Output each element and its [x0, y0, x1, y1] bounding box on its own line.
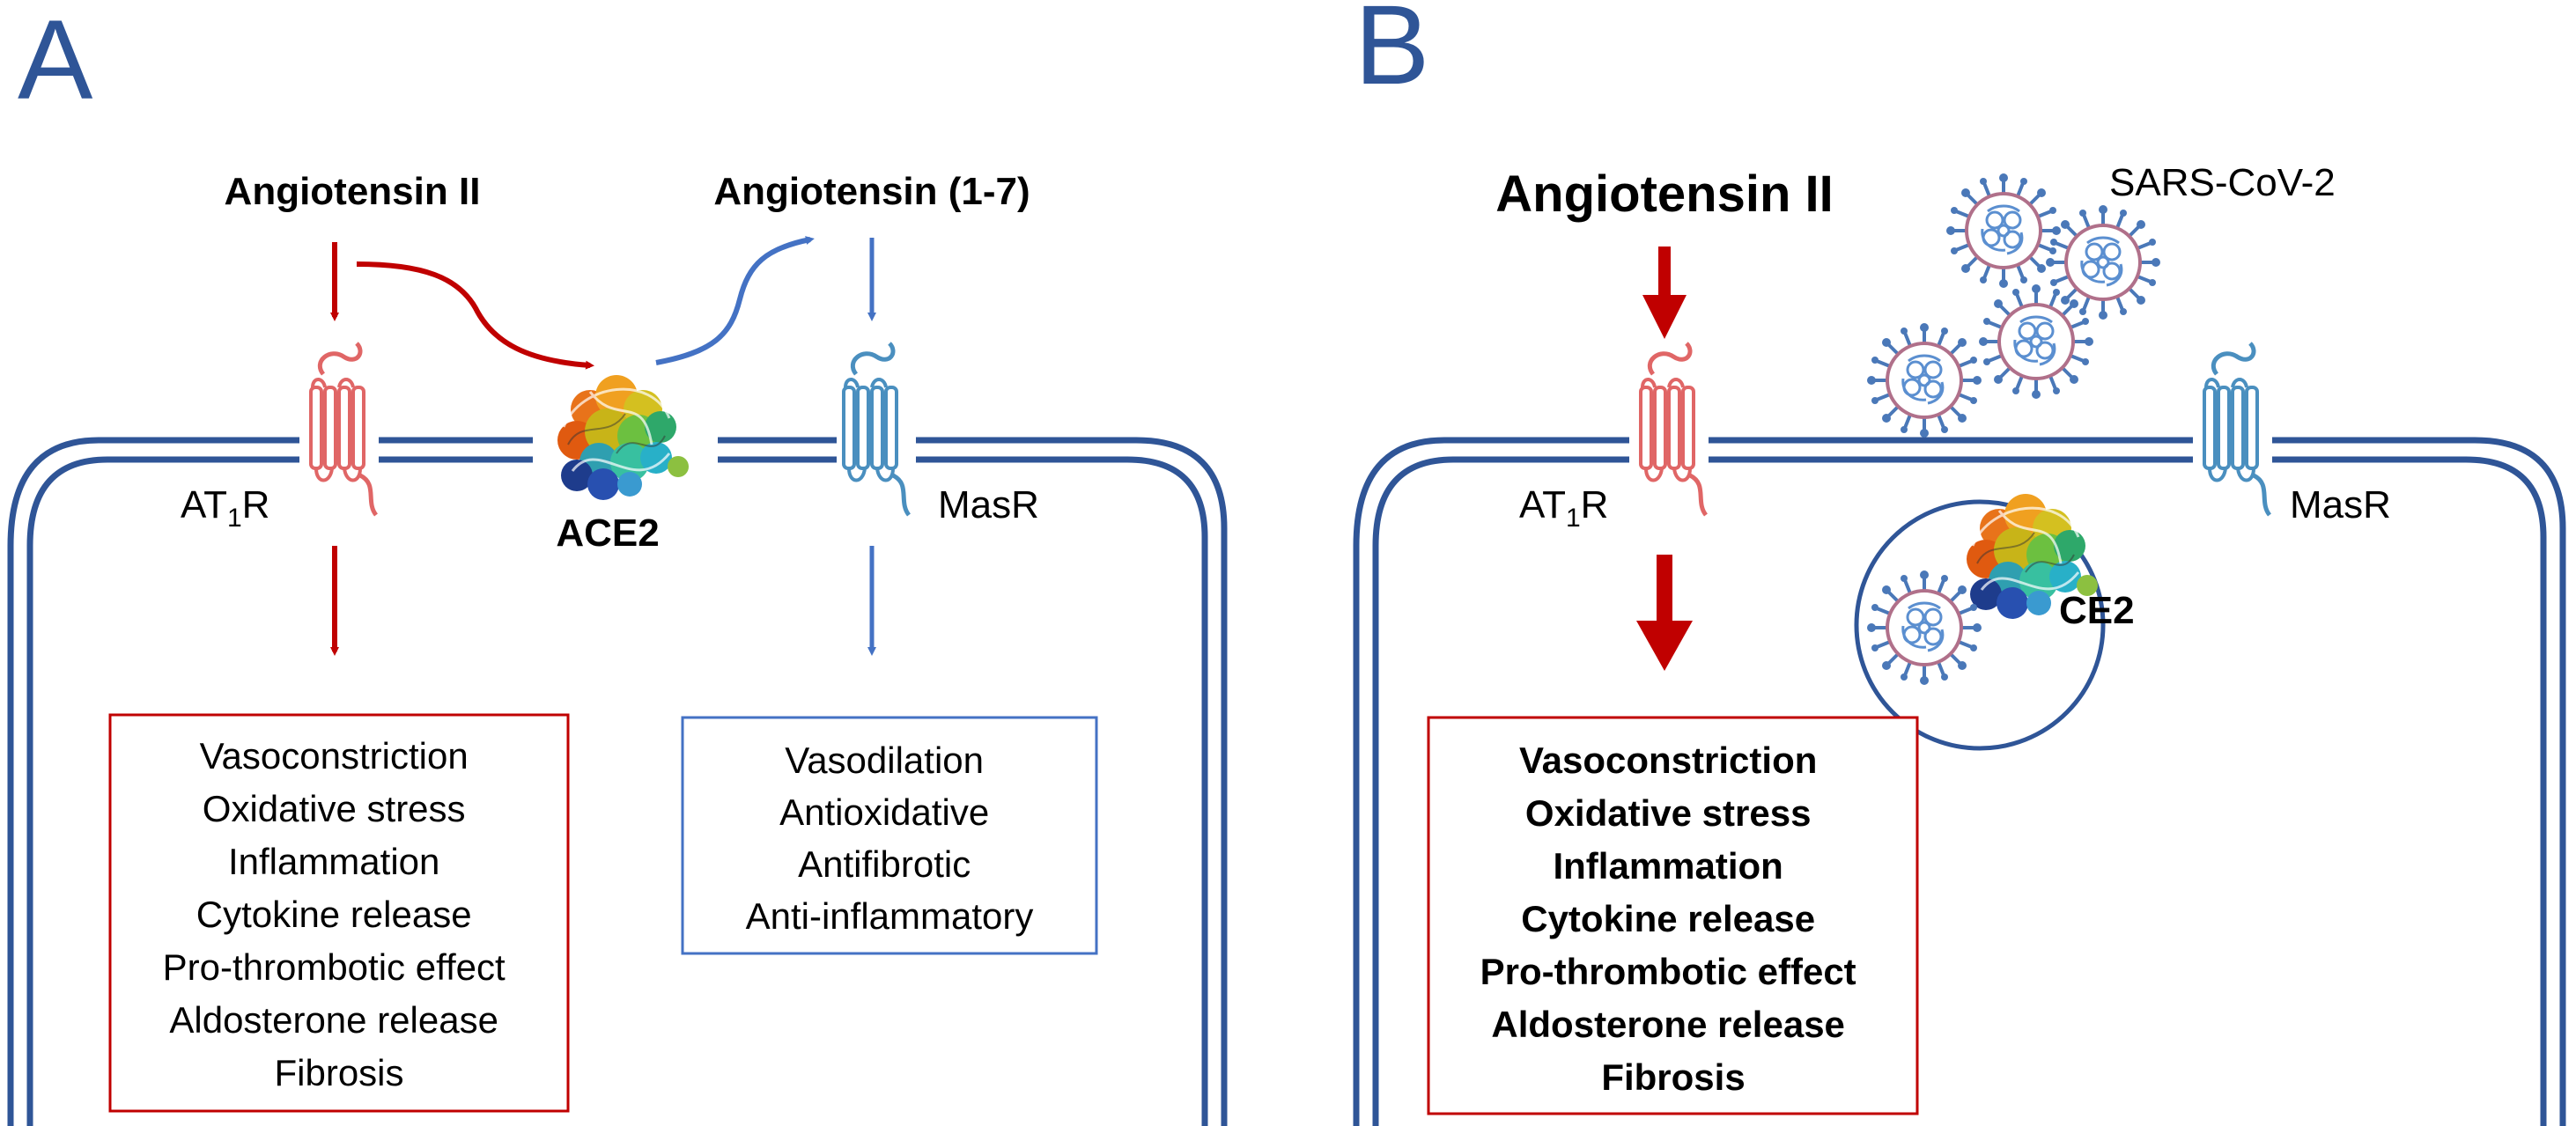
panel-b-at1r-receptor-icon [1641, 343, 1706, 515]
panel-b-at1r-label: AT1R [1519, 483, 1608, 533]
panel-b-virus-icon [1977, 283, 2095, 401]
panel-a-harmful-effect: Vasoconstriction [200, 735, 469, 776]
panel-a-harmful-effects-list: Vasoconstriction Oxidative stress Inflam… [163, 735, 516, 1093]
panel-a-harmful-effect: Pro-thrombotic effect [163, 946, 506, 988]
panel-a-harmful-effect: Cytokine release [196, 894, 472, 935]
panel-a-masr-receptor-icon [844, 343, 909, 515]
panel-b: B Angiotensin II SARS-CoV-2 AT1R MasR [1353, 0, 2566, 1126]
panel-b-masr-label: MasR [2290, 483, 2391, 526]
panel-b-harmful-effect: Vasoconstriction [1519, 740, 1817, 781]
panel-b-arrow-angii-to-at1r [1642, 247, 1687, 339]
panel-b-harmful-effect: Pro-thrombotic effect [1480, 951, 1856, 992]
panel-a-ace2-label: ACE2 [556, 511, 659, 555]
panel-b-virus-icon [2044, 203, 2162, 321]
panel-b-virus-icon [1945, 172, 2063, 290]
panel-b-harmful-effect: Cytokine release [1521, 898, 1815, 939]
panel-a-harmful-effect: Inflammation [228, 841, 439, 882]
panel-b-harmful-effect: Oxidative stress [1525, 792, 1812, 834]
panel-b-harmful-effect: Inflammation [1553, 845, 1783, 887]
panel-b-letter: B [1354, 0, 1429, 108]
panel-a-protective-effect: Antioxidative [779, 791, 989, 833]
panel-a-harmful-effect: Fibrosis [274, 1052, 403, 1093]
panel-b-arrow-at1r-to-effects [1636, 555, 1693, 671]
panel-b-harmful-effects-box [1427, 716, 1919, 1115]
panel-b-ace2-label: CE2 [2059, 589, 2135, 632]
panel-b-masr-receptor-icon [2204, 343, 2270, 515]
panel-a-protective-effects-box [681, 716, 1098, 955]
panel-b-harmful-effects-list: Vasoconstriction Oxidative stress Inflam… [1480, 740, 1867, 1098]
panel-a-arrow-ace2-to-ang17 [655, 236, 815, 365]
panel-b-angiotensin-ii-label: Angiotensin II [1495, 166, 1833, 223]
panel-a-protective-effects-list: Vasodilation Antioxidative Antifibrotic … [746, 740, 1034, 937]
panel-a-letter: A [18, 0, 93, 123]
panel-a-harmful-effect: Oxidative stress [203, 788, 466, 829]
panel-b-virus-icon [1865, 321, 1983, 439]
panel-b-cell-membrane [1353, 437, 2566, 1126]
panel-a-protective-effect: Anti-inflammatory [746, 895, 1034, 937]
panel-a-angiotensin-1-7-label: Angiotensin (1-7) [713, 170, 1030, 213]
panel-a-protective-effect: Vasodilation [785, 740, 984, 781]
panel-a-ace2-protein-icon [556, 373, 690, 502]
panel-b-harmful-effect: Aldosterone release [1491, 1004, 1845, 1045]
panel-b-sars-cov-2-label: SARS-CoV-2 [2109, 161, 2336, 204]
panel-a-harmful-effects-box [108, 713, 570, 1113]
panel-a-at1r-label: AT1R [181, 483, 269, 533]
panel-b-harmful-effect: Fibrosis [1601, 1056, 1745, 1098]
panel-a-angiotensin-ii-label: Angiotensin II [225, 170, 481, 213]
panel-a-at1r-receptor-icon [311, 343, 376, 515]
panel-a-harmful-effect: Aldosterone release [169, 999, 498, 1041]
panel-a-masr-label: MasR [938, 483, 1039, 526]
panel-a-arrow-angii-to-ace2 [356, 261, 594, 370]
panel-b-internalized-virus-icon [1865, 569, 1983, 687]
panel-a-protective-effect: Antifibrotic [798, 843, 971, 885]
panel-a: A Angiotensin II Angiotensin (1-7) AT1R … [7, 0, 1228, 1126]
